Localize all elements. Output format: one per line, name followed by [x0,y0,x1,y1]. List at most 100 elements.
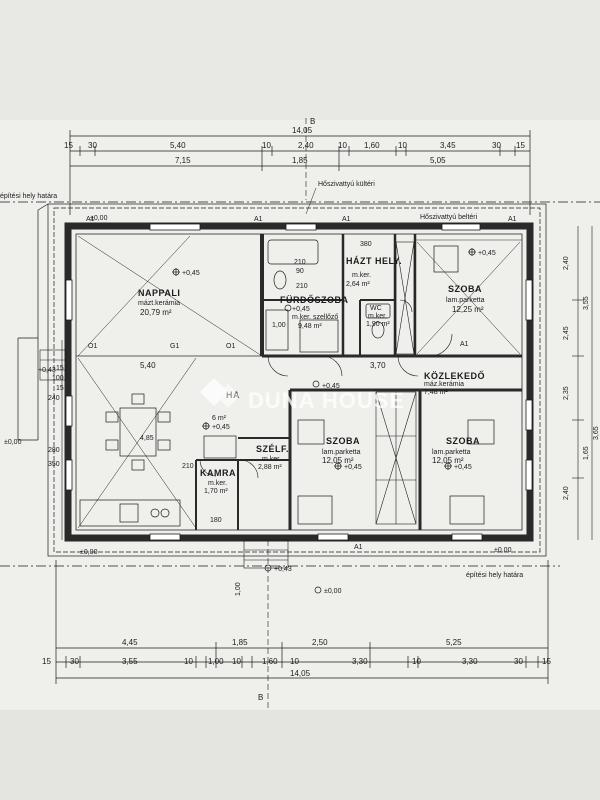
wall-100: 1,00 [272,322,286,329]
top-dim-11: 15 [516,141,525,150]
top-dim-7: 1,60 [364,141,380,150]
nappali-level: +0,45 [182,270,200,277]
hall-width-dim: 3,70 [370,361,386,370]
right-dim-6: 1,65 [583,446,590,460]
build-line-top-label: építési hely határa [0,193,57,200]
right-dim-7: 3,65 [593,426,600,440]
top-dimension-lines [69,130,531,215]
furdo-name: FÜRDŐSZOBA [280,294,349,305]
pump-outdoor-label: Hőszivattyú kültéri [318,181,375,188]
top-dim-2: 30 [88,141,97,150]
left-dim-1: 15 [56,365,64,372]
paper-bottom-shade [0,710,600,800]
szoba2-area: 12,05 m² [322,456,354,465]
wc-area: 1,90 m² [366,321,390,328]
right-dim-5: 2,40 [563,486,570,500]
right-dimension-lines [572,226,593,540]
a1-tag-5: A1 [460,341,469,348]
left-dim-5: 280 [48,447,60,454]
kamra-name: KAMRA [200,468,236,478]
pump-indoor-label: Hőszivattyú beltéri [420,214,478,221]
a1-tag-6: A1 [354,544,363,551]
szoba3-level: +0,45 [454,464,472,471]
szoba2-name: SZOBA [326,436,360,446]
bottom-dim-2: 1,85 [232,638,248,647]
wall-90-a: 90 [296,268,304,275]
level-out-left: +0,43 [38,367,56,374]
right-dim-1: 2,40 [563,256,570,270]
door-swings [199,299,453,479]
haztartasi-area: 2,64 m² [346,281,370,288]
konyha-level: +0,45 [212,424,230,431]
a1-tag-4: A1 [508,216,517,223]
axis-marker-bottom: B [258,693,263,702]
entrance-steps [39,349,289,569]
furdo-area: 9,48 m² [298,323,322,330]
kozlekedo-name: KÖZLEKEDŐ [424,370,485,381]
bottom-dim-row2-9: 3,30 [352,657,368,666]
right-dim-4: 2,35 [563,386,570,400]
a1-tag-3: A1 [342,216,351,223]
living-width-dim: 5,40 [140,361,156,370]
szoba2-material: lam.parketta [322,449,361,456]
corridor-wardrobe-hatch [375,241,417,525]
kitchen-counter [79,435,237,527]
top-total-dim: 14,05 [292,126,313,135]
living-room-void-cross [77,235,263,357]
bottom-dimension-lines [55,560,549,684]
szelf-material: m.ker. [262,456,281,463]
wall-380: 380 [360,241,372,248]
bottom-dim-row2-3: 3,55 [122,657,138,666]
level-entry: +0,43 [274,566,292,573]
nappali-area: 20,79 m² [140,308,172,317]
wall-210-b: 210 [296,283,308,290]
furdo-material: m.ker. szellőző [292,314,338,321]
bottom-total-dim: 14,05 [290,669,311,678]
top-dim-8: 10 [398,141,407,150]
furdo-level: +0,45 [292,306,310,313]
level-bottom-left: ±0,00 [80,549,98,556]
dining-table [105,393,171,471]
haztartasi-material: m.ker. [352,272,371,279]
szoba3-area: 12,05 m² [432,456,464,465]
bottom-dim-row2-11: 3,30 [462,657,478,666]
left-dim-2: 100 [52,375,64,382]
bedroom-desks [297,245,495,525]
bottom-dim-row2-6: 10 [232,657,241,666]
bottom-dim-4: 5,25 [446,638,462,647]
nappali-name: NAPPALI [138,288,180,298]
left-dim-4: 240 [48,395,60,402]
kamra-area: 1,70 m² [204,488,228,495]
bottom-dim-row2-4: 10 [184,657,193,666]
level-bottom-right: ±0,00 [494,547,512,554]
szoba1-material: lam.parketta [446,297,485,304]
bottom-dim-row2-5: 1,00 [208,657,224,666]
watermark-text: DUNA HOUSE [248,388,405,413]
kozlekedo-area: 7,48 m² [424,389,448,396]
top-dim-3: 5,40 [170,141,186,150]
level-top-left: ±0,00 [90,215,108,222]
szelf-name: SZÉLF. [256,444,289,454]
bottom-dim-3: 2,50 [312,638,328,647]
szoba2-level: +0,45 [344,464,362,471]
right-dim-2: 3,55 [583,296,590,310]
konyha-area: 6 m² [212,415,227,422]
bottom-dim-row2-10: 10 [412,657,421,666]
szelf-area: 2,88 m² [258,464,282,471]
bottom-wall-dim: 1,00 [235,582,242,596]
interior-walls [76,234,522,530]
top-dim-10: 30 [492,141,501,150]
top-dim-row2-3: 5,05 [430,156,446,165]
wall-210-c: 210 [182,463,194,470]
dining-dim: 4,85 [140,435,154,442]
szoba1-level: +0,45 [478,250,496,257]
pump-outdoor-leader [305,187,317,215]
bottom-dim-row2-1: 15 [42,657,51,666]
kozlekedo-level: +0,45 [322,383,340,390]
bottom-dim-row2-2: 30 [70,657,79,666]
nappali-material: mázt.kerámia [138,300,180,307]
kozlekedo-material: máz.kerámia [424,381,464,388]
szoba3-material: lam.parketta [432,449,471,456]
